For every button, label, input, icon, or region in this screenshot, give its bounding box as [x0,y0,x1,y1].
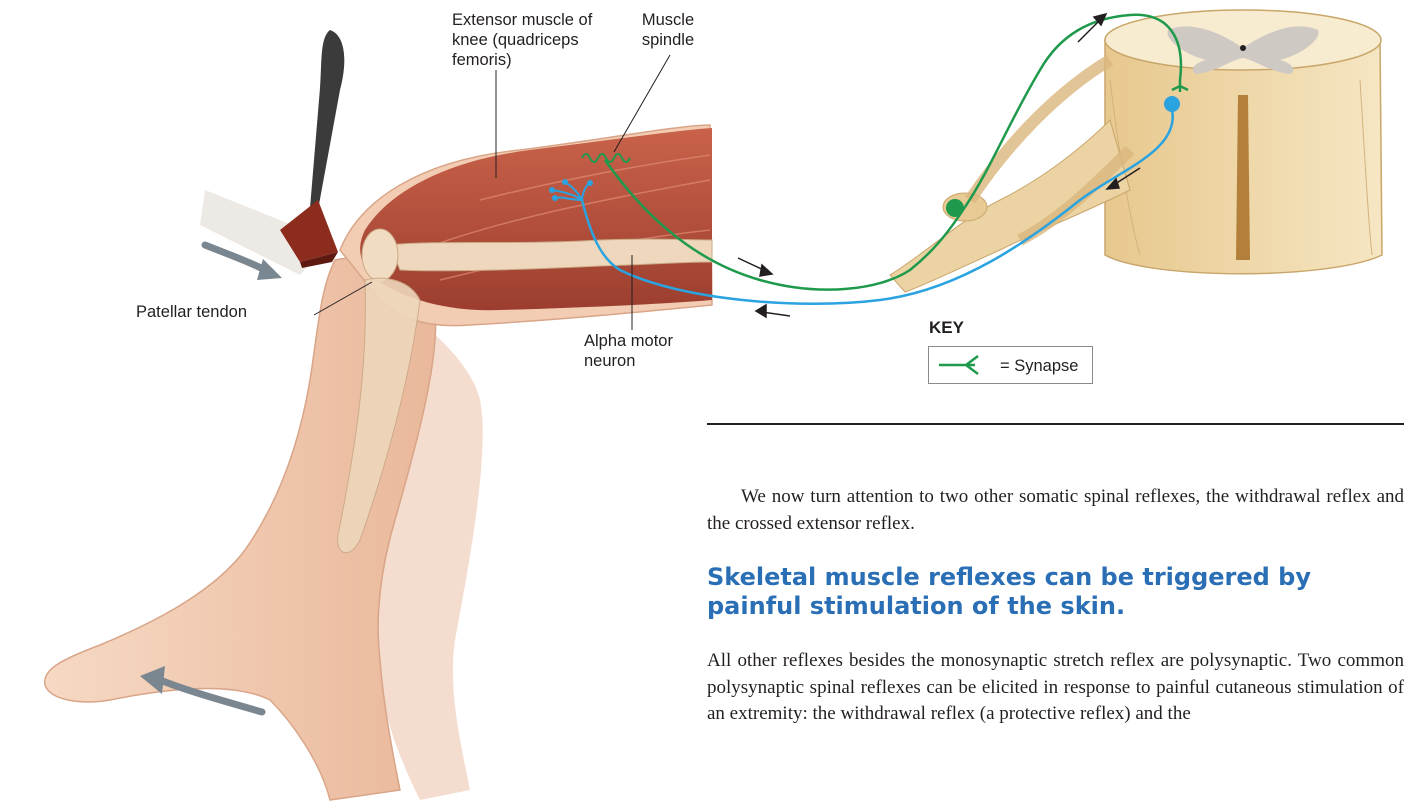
motor-neuron-cell-body-icon [1164,96,1180,112]
body-paragraph: All other reflexes besides the monosynap… [707,648,1404,728]
section-divider [707,423,1404,425]
patellar-tendon-label: Patellar tendon [136,302,247,322]
alpha-motor-neuron-label: Alpha motor neuron [584,331,704,371]
end-plate-dot [552,195,558,201]
end-plate-dot [562,179,568,185]
quadriceps-muscle [360,128,712,310]
key-title: KEY [929,318,964,338]
end-plate-dot [549,187,555,193]
extensor-muscle-label: Extensor muscle of knee (quadriceps femo… [452,10,652,70]
key-synapse-label: = Synapse [1000,356,1078,376]
spinal-cord [1105,10,1382,274]
end-plate-dot [587,180,593,186]
intro-paragraph: We now turn attention to two other somat… [707,484,1404,537]
sensory-cell-body [946,199,964,217]
reflex-hammer-icon [280,30,344,268]
muscle-spindle-label: Muscle spindle [628,10,708,50]
section-heading: Skeletal muscle reflexes can be triggere… [707,563,1404,621]
patella [362,229,398,281]
